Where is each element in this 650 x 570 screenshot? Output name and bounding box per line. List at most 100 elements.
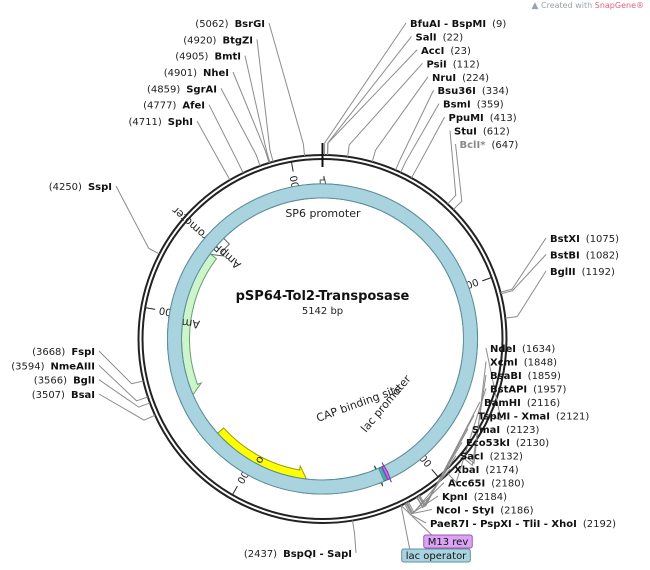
site-stui[interactable]: StuI(612) [454,127,510,138]
site-name-smai: SmaI [472,425,500,436]
site-leader-bglii [505,270,547,319]
site-bcli[interactable]: BclI*(647) [460,140,519,151]
site-leader-bstbi [500,254,547,295]
site-bmti[interactable]: BmtI(4905) [175,52,241,63]
site-name-bgli: BglI [73,376,95,387]
site-name-sphi: SphI [168,117,193,128]
site-sspi[interactable]: SspI(4250) [49,182,112,193]
site-ppumi[interactable]: PpuMI(413) [449,113,517,124]
site-xbai[interactable]: XbaI(2174) [454,465,519,476]
site-fspi[interactable]: FspI(3668) [32,347,95,358]
site-position-fspi: (3668) [32,347,65,358]
site-position-eco53ki: (2130) [516,438,549,449]
site-leader-bsrgi [268,22,306,156]
site-position-ndei: (1634) [522,344,555,355]
site-leader-ndei [485,347,502,421]
site-position-nmeaiii: (3594) [11,361,44,372]
site-ndei[interactable]: NdeI (1634) [490,344,555,355]
site-name-sali: SalI [416,32,437,43]
site-name-btgzi: BtgZI [222,35,253,46]
site-bfuai-bspmi[interactable]: BfuAI - BspMI (9) [410,19,506,30]
site-name-ndei: NdeI [490,344,516,355]
site-psii[interactable]: PsiI(112) [427,59,480,70]
badge-lac-operator: lac operator [401,548,471,563]
site-name-eco53ki: Eco53kI [466,438,510,449]
site-position-bsabi: (1859) [528,371,561,382]
tick-mark-4000 [145,307,156,310]
tick-mark-2000 [431,468,439,478]
site-nhei[interactable]: NheI(4901) [164,68,229,79]
site-ncoi-styi[interactable]: NcoI - StyI(2186) [436,506,534,517]
site-name-bstbi: BstBI [550,251,580,262]
site-name-bmti: BmtI [214,52,241,63]
site-acci[interactable]: AccI (23) [421,46,471,57]
site-position-bsai: (3507) [32,390,65,401]
site-bgli[interactable]: BglI(3566) [34,376,95,387]
site-position-tspmi-xmai: (2121) [556,411,589,422]
feature-m13-rev [381,462,392,483]
site-sgrai[interactable]: SgrAI(4859) [147,84,217,95]
site-name-bsmi: BsmI [443,100,471,111]
site-bsmi[interactable]: BsmI(359) [443,100,504,111]
site-position-acci: (23) [450,46,471,57]
feature-label-sp6-promoter: SP6 promoter [285,207,361,220]
site-position-btgzi: (4920) [183,35,216,46]
site-name-bsai: BsaI [71,390,95,401]
site-leader-ncoi-styi [405,502,433,515]
site-name-nmeaiii: NmeAIII [51,361,95,372]
site-name-xbai: XbaI [454,465,479,476]
site-leader-bcli [452,143,463,210]
site-bstbi[interactable]: BstBI(1082) [550,251,619,262]
site-position-sphi: (4711) [129,117,162,128]
site-leader-bmti [244,55,271,163]
site-bstapi[interactable]: BstAPI(1957) [490,384,567,395]
site-leader-bfuai-bspmi [324,22,407,156]
site-saci[interactable]: SacI(2132) [460,452,523,463]
site-btgzi[interactable]: BtgZI (4920) [183,35,253,46]
site-name-bcli: BclI* [460,140,487,151]
site-name-acci: AccI [421,46,444,57]
site-position-bstapi: (1957) [533,384,566,395]
site-acc65i[interactable]: Acc65I(2180) [448,479,525,490]
site-labels: BfuAI - BspMI (9) SalI(22) AccI (23) PsiI(112… [11,19,619,560]
site-position-kpni: (2184) [474,492,507,503]
site-bsai[interactable]: BsaI (3507) [32,390,95,401]
site-name-kpni: KpnI [442,492,468,503]
site-name-nrui: NruI [432,73,456,84]
site-position-bsrgi: (5062) [195,19,228,30]
site-sphi[interactable]: SphI (4711) [129,117,193,128]
site-bstxi[interactable]: BstXI(1075) [550,234,619,245]
site-sali[interactable]: SalI(22) [416,32,464,43]
site-kpni[interactable]: KpnI (2184) [442,492,507,503]
site-name-sspi: SspI [88,182,112,193]
site-afei[interactable]: AfeI(4777) [143,101,205,112]
site-xcmi[interactable]: XcmI(1848) [490,357,557,368]
site-bspqi-sapi[interactable]: BspQI - SapI(2437) [244,549,352,560]
site-bsrgi[interactable]: BsrGI(5062) [195,19,265,30]
site-bamhi[interactable]: BamHI(2116) [484,398,560,409]
site-name-acc65i: Acc65I [448,479,485,490]
site-position-bstxi: (1075) [586,234,619,245]
site-bsu36i[interactable]: Bsu36I(334) [438,86,509,97]
site-nrui[interactable]: NruI(224) [432,73,489,84]
site-paer7i-pspxi-tlii-xhoi[interactable]: PaeR7I - PspXI - TliI - XhoI(2192) [430,519,616,530]
site-leaders [98,22,547,554]
feature-arrow-lac-operator [167,183,479,495]
site-tspmi-xmai[interactable]: TspMI - XmaI(2121) [478,411,589,422]
site-bsabi[interactable]: BsaBI(1859) [490,371,561,382]
site-name-ppumi: PpuMI [449,113,484,124]
feature-lac-operator [167,183,479,495]
site-bglii[interactable]: BglII(1192) [550,267,615,278]
site-leader-sphi [196,120,231,181]
site-smai[interactable]: SmaI(2123) [472,425,539,436]
site-leader-smai [417,428,469,508]
site-position-bfuai-bspmi: (9) [492,19,506,30]
site-leader-nrui [371,76,429,162]
site-eco53ki[interactable]: Eco53kI (2130) [466,438,549,449]
site-name-bfuai-bspmi: BfuAI - BspMI [410,19,486,30]
site-position-bglii: (1192) [582,267,615,278]
site-leader-sali [326,36,412,156]
watermark-brand: SnapGene® [594,1,644,10]
site-nmeaiii[interactable]: NmeAIII (3594) [11,361,95,372]
